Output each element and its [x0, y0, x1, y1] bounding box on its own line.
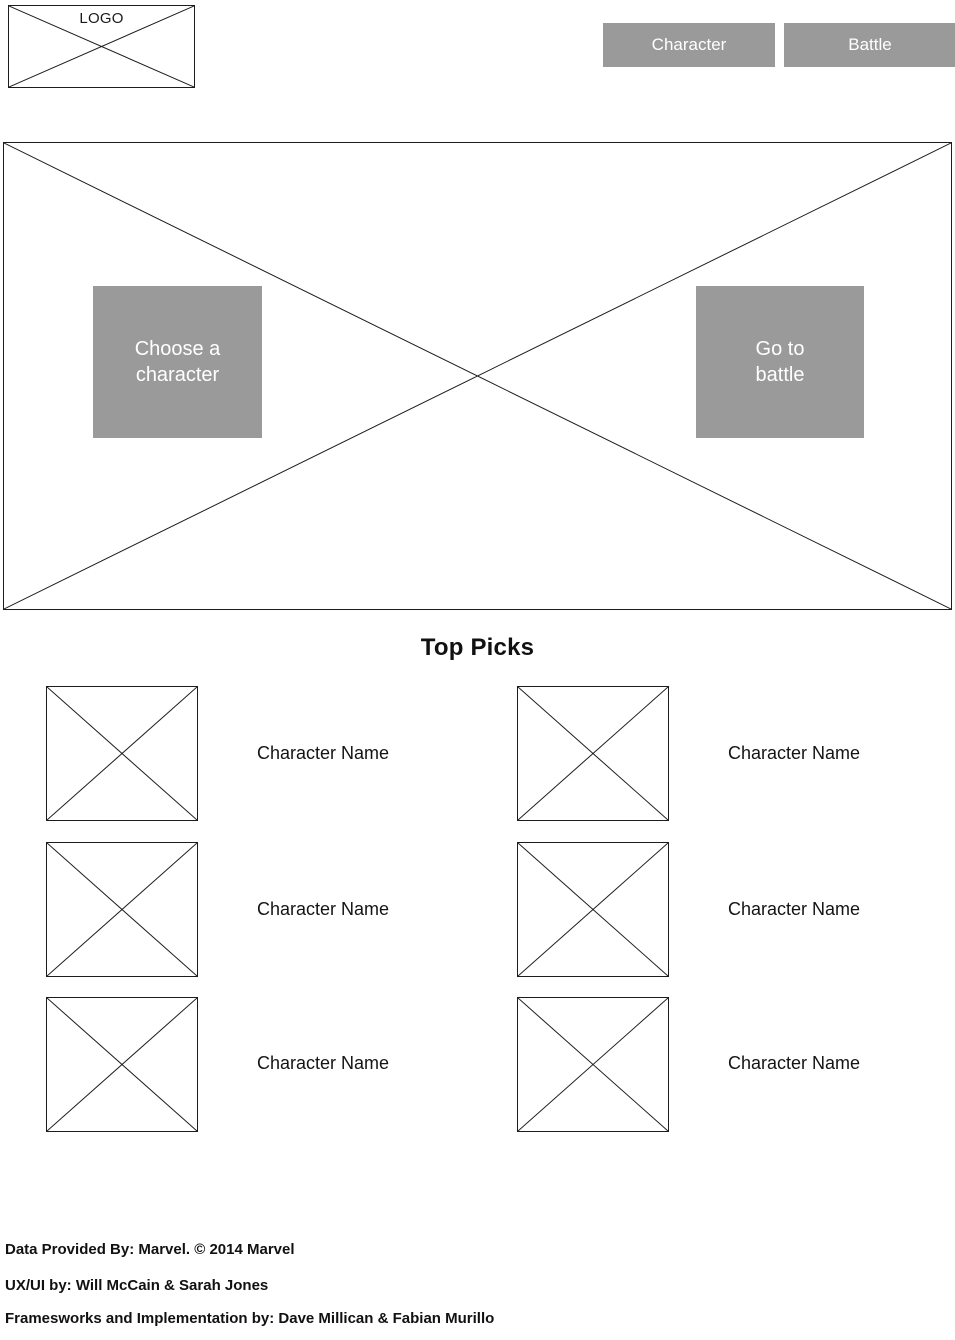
character-name-label: Character Name [728, 1053, 861, 1073]
top-picks-heading: Top Picks [420, 634, 535, 661]
character-name-label: Character Name [728, 899, 861, 919]
logo-label: LOGO [79, 10, 124, 27]
character-thumbnail-placeholder[interactable] [517, 997, 669, 1132]
character-thumbnail-placeholder[interactable] [46, 686, 198, 821]
character-name-label: Character Name [728, 743, 861, 763]
character-name-label: Character Name [257, 899, 390, 919]
x-cross-icon [9, 6, 194, 87]
character-name-label: Character Name [257, 743, 390, 763]
x-cross-icon [518, 843, 668, 976]
x-cross-icon [47, 998, 197, 1131]
character-name-label: Character Name [257, 1053, 390, 1073]
x-cross-icon [518, 687, 668, 820]
x-cross-icon [4, 143, 951, 609]
x-cross-icon [47, 687, 197, 820]
character-thumbnail-placeholder[interactable] [46, 842, 198, 977]
character-thumbnail-placeholder[interactable] [517, 686, 669, 821]
footer-credit-data: Data Provided By: Marvel. © 2014 Marvel [5, 1241, 295, 1258]
footer-credit-implementation: Framesworks and Implementation by: Dave … [5, 1310, 495, 1327]
x-cross-icon [518, 998, 668, 1131]
nav-button-battle[interactable]: Battle [784, 23, 955, 67]
x-cross-icon [47, 843, 197, 976]
go-to-battle-label: Go to battle [755, 338, 805, 386]
nav-button-character[interactable]: Character [603, 23, 775, 67]
choose-character-button[interactable]: Choose a character [93, 286, 262, 438]
go-to-battle-button[interactable]: Go to battle [696, 286, 864, 438]
footer-credit-uxui: UX/UI by: Will McCain & Sarah Jones [5, 1277, 269, 1294]
character-thumbnail-placeholder[interactable] [46, 997, 198, 1132]
logo-placeholder[interactable]: LOGO [8, 5, 195, 88]
choose-character-label: Choose a character [134, 338, 221, 386]
character-thumbnail-placeholder[interactable] [517, 842, 669, 977]
